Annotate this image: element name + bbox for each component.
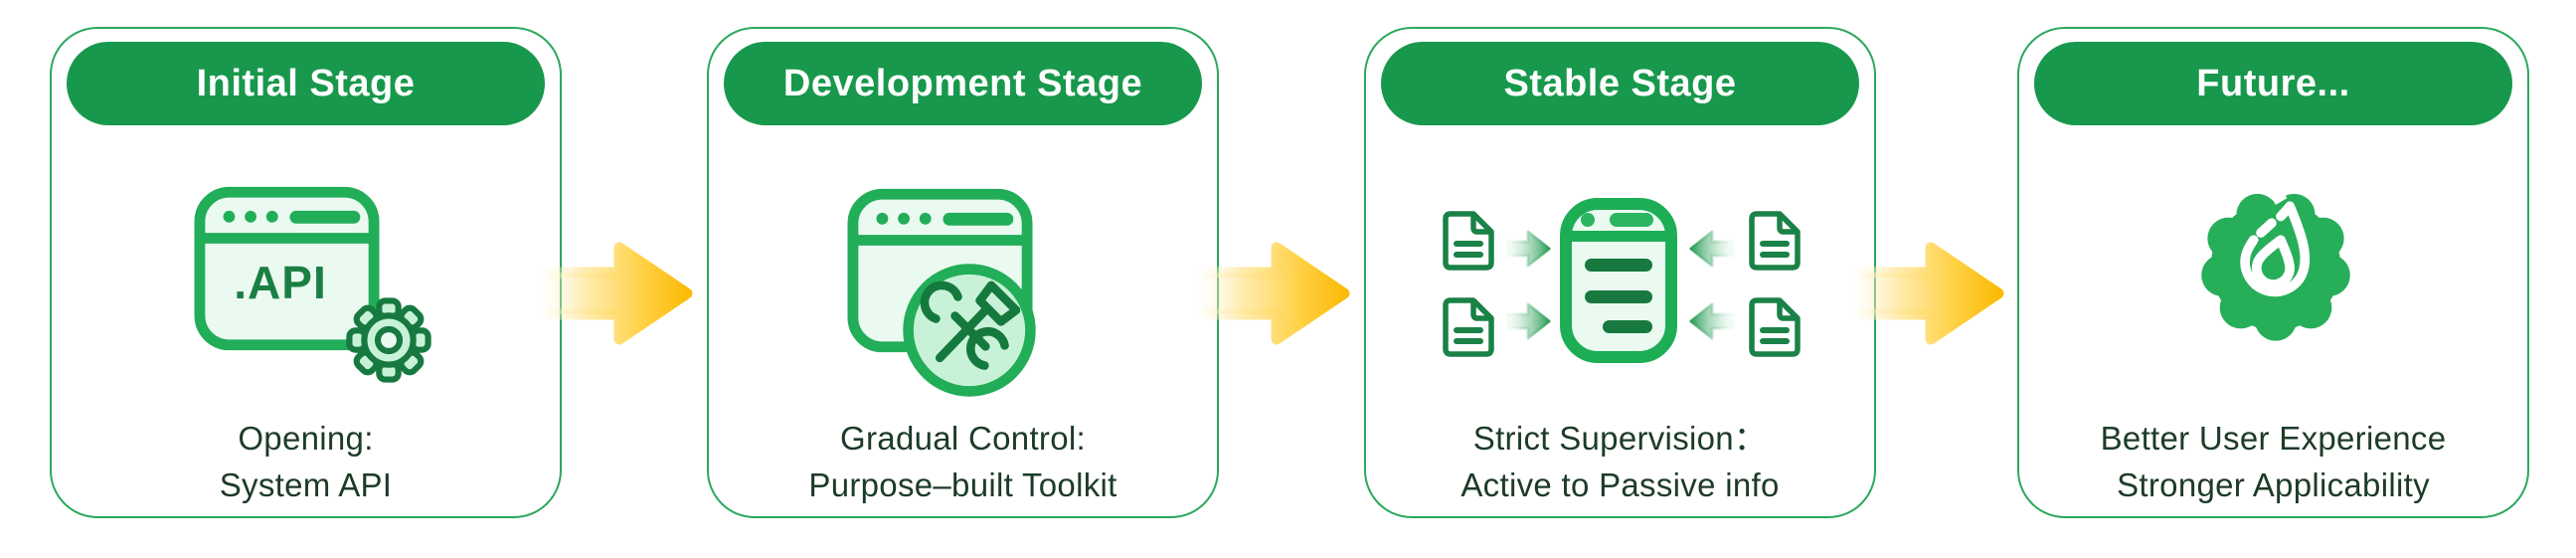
inflow-arrow-right-icon — [1505, 230, 1551, 268]
caption-line: Active to Passive info — [1460, 466, 1780, 503]
stage-title-pill: Initial Stage — [67, 42, 545, 125]
server-icon — [1560, 198, 1677, 363]
stage-card-development: Development Stage Gradual Control: Purpo… — [707, 27, 1219, 518]
caption-line: Purpose–built Toolkit — [808, 466, 1117, 503]
caption-line: System API — [219, 466, 393, 503]
inflow-arrow-left-icon — [1689, 302, 1735, 340]
wrench-screwdriver-icon — [920, 280, 1021, 370]
drop-badge-icon — [2201, 186, 2350, 341]
document-icon — [1443, 297, 1494, 357]
caption-line: Stronger Applicability — [2117, 466, 2430, 503]
stage-title-pill: Future... — [2034, 42, 2512, 125]
stage-caption: Gradual Control: Purpose–built Toolkit — [709, 415, 1217, 508]
browser-window-icon — [194, 186, 380, 351]
stage-title: Initial Stage — [196, 63, 416, 104]
stage-title-pill: Development Stage — [724, 42, 1202, 125]
caption-line: Strict Supervision： — [1472, 420, 1768, 457]
stage-title: Development Stage — [782, 63, 1143, 104]
api-label: .API — [234, 257, 327, 308]
stage-card-stable: Stable Stage — [1364, 27, 1876, 518]
inflow-arrow-left-icon — [1689, 230, 1735, 268]
caption-line: Opening: — [238, 420, 374, 457]
stage-caption: Strict Supervision： Active to Passive in… — [1366, 415, 1874, 508]
flow-arrow-icon — [1191, 242, 1350, 345]
stage-card-initial: Initial Stage .API — [50, 27, 562, 518]
caption-line: Better User Experience — [2100, 420, 2447, 457]
flow-arrow-icon — [534, 242, 693, 345]
inflow-arrow-right-icon — [1505, 302, 1551, 340]
stage-caption: Opening: System API — [52, 415, 560, 508]
stage-title-pill: Stable Stage — [1381, 42, 1859, 125]
stage-title: Future... — [2196, 63, 2350, 104]
stage-card-future: Future... Better User Experience Stronge… — [2017, 27, 2529, 518]
toolkit-circle-icon — [903, 264, 1036, 397]
stage-title: Stable Stage — [1503, 63, 1737, 104]
document-icon — [1749, 297, 1801, 357]
caption-line: Gradual Control: — [840, 420, 1086, 457]
flow-arrow-icon — [1845, 242, 2004, 345]
document-icon — [1443, 211, 1494, 271]
stage-caption: Better User Experience Stronger Applicab… — [2019, 415, 2527, 508]
document-icon — [1749, 211, 1801, 271]
gear-icon — [346, 297, 431, 383]
